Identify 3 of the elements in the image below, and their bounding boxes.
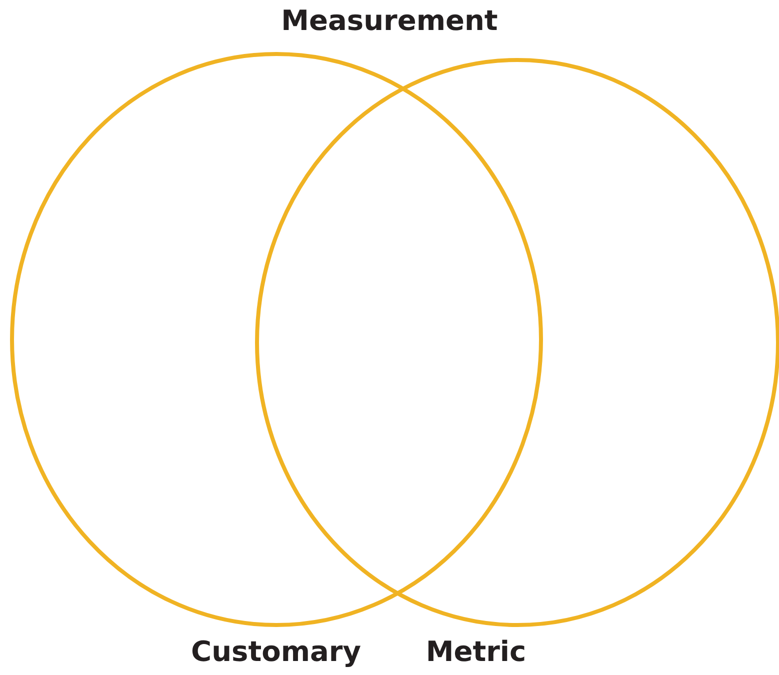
diagram-title: Measurement <box>280 4 499 37</box>
set-label: Metric <box>426 635 526 668</box>
set-label: Customary <box>191 635 361 668</box>
